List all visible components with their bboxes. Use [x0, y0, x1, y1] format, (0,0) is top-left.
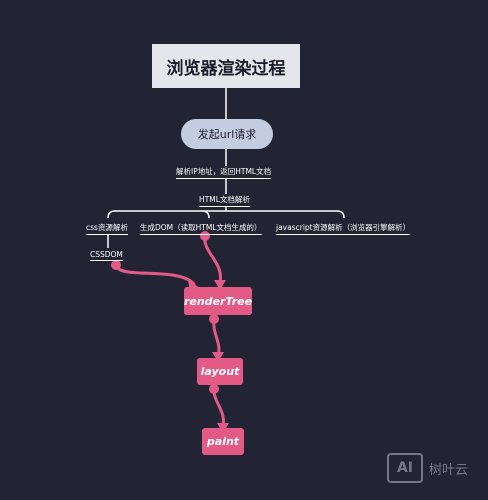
html-parse-label: HTML文档解析 [199, 194, 250, 207]
watermark-text: 树叶云 [429, 462, 469, 478]
dom-branch-label: 生成DOM（读取HTML文档生成的） [140, 222, 262, 235]
request-node: 发起url请求 [181, 119, 273, 149]
connector-dot-cssdom [111, 260, 121, 270]
layout-node: layout [197, 358, 243, 385]
paint-node: paint [202, 428, 244, 455]
connector-dot-layout [209, 384, 219, 394]
connector-html-to-branches [107, 206, 345, 219]
cssdom-label: CSSDOM [90, 250, 123, 261]
connector-dot-rendertree [209, 314, 219, 324]
arrowhead-rendertree-from-dom [214, 280, 226, 290]
watermark: AI 树叶云 [387, 453, 468, 483]
css-branch-label: css资源解析 [86, 222, 128, 235]
arrow-cssdom-to-rendertree [114, 263, 196, 286]
arrowhead-layout [212, 352, 224, 362]
diagram-title: 浏览器渲染过程 [152, 44, 300, 88]
render-tree-node: renderTree [184, 287, 252, 315]
dns-step-label: 解析IP地址，返回HTML文档 [176, 166, 272, 179]
js-branch-label: javascript资源解析（浏览器引擎解析） [276, 222, 411, 235]
arrow-layout-to-paint [212, 387, 225, 428]
arrow-dom-to-rendertree [203, 234, 222, 284]
connector-dot-dom [200, 231, 210, 241]
arrow-rendertree-to-layout [212, 317, 221, 358]
watermark-logo: AI [387, 453, 423, 483]
